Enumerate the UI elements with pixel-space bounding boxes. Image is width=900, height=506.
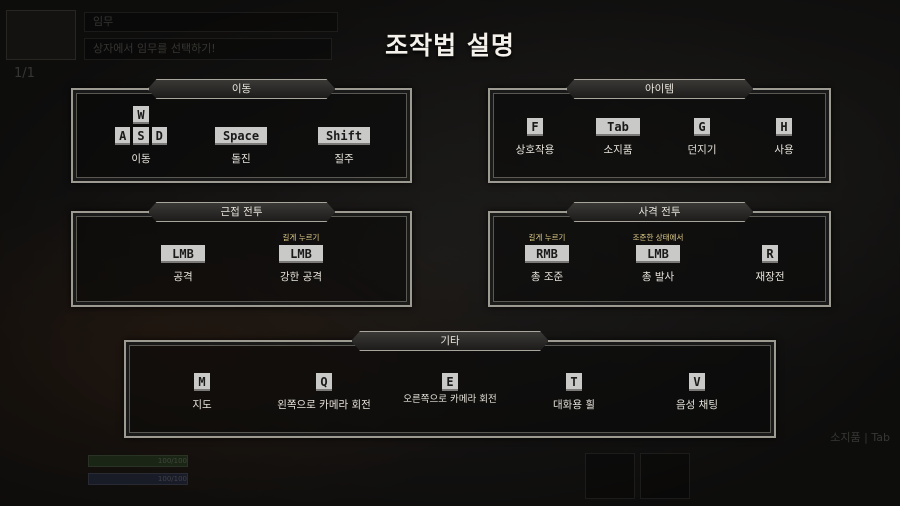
action-aim: 길게 누르기 RMB 총 조준 [514,233,580,284]
misc-header: 기타 [351,331,549,351]
items-panel: 아이템 F 상호작용 Tab 소지품 G 던지기 H 사용 [488,88,831,183]
label-interact: 상호작용 [515,144,555,156]
key-w: W [133,106,149,124]
label-attack: 공격 [173,271,193,283]
key-r: R [762,245,778,263]
label-heavy-attack: 강한 공격 [280,271,322,283]
page-title: 조작법 설명 [385,31,515,60]
action-inventory: Tab 소지품 [588,118,648,157]
action-chat-wheel: T 대화용 휠 [538,373,610,412]
key-t: T [566,373,582,391]
movement-header: 이동 [148,79,336,99]
label-reload: 재장전 [755,271,785,283]
key-lmb-fire: LMB [636,245,680,263]
key-v: V [689,373,705,391]
action-rotate-right: E 오른쪽으로 카메라 회전 [402,373,498,406]
label-use: 사용 [774,144,794,156]
ranged-header: 사격 전투 [566,202,754,222]
label-chat-wheel: 대화용 휠 [553,399,595,411]
hint-attack [147,233,219,242]
hint-reload [740,233,800,242]
action-sprint: Shift 질주 [309,127,379,166]
inventory-label: 소지품 | Tab [830,431,890,444]
label-throw: 던지기 [687,144,717,156]
hint-heavy-attack: 길게 누르기 [282,233,320,242]
ranged-panel: 사격 전투 길게 누르기 RMB 총 조준 조준한 상태에서 LMB 총 발사 … [488,211,831,307]
label-dash: 돌진 [231,153,251,165]
hp-bar: 100/100 [88,455,188,467]
action-reload: R 재장전 [740,233,800,284]
key-shift: Shift [318,127,370,145]
key-rmb: RMB [525,245,569,263]
key-f: F [527,118,543,136]
action-move: W A S D 이동 [105,106,177,166]
action-throw: G 던지기 [674,118,730,157]
key-tab: Tab [596,118,640,136]
action-rotate-left: Q 왼쪽으로 카메라 회전 [274,373,374,412]
label-move: 이동 [131,153,151,165]
action-attack: LMB 공격 [147,233,219,284]
key-d: D [151,127,167,145]
hint-aim: 길게 누르기 [528,233,566,242]
key-e: E [442,373,458,391]
label-map: 지도 [192,399,212,411]
label-fire: 총 발사 [641,271,675,283]
key-g: G [694,118,710,136]
label-voice-chat: 음성 채팅 [676,399,718,411]
quest-description: 상자에서 임무를 선택하기! [84,38,332,60]
key-lmb-hold: LMB [279,245,323,263]
item-slot-h [640,453,690,499]
key-lmb: LMB [161,245,205,263]
item-slot-g [585,453,635,499]
label-sprint: 질주 [334,153,354,165]
label-rotate-right: 오른쪽으로 카메라 회전 [403,394,497,405]
melee-header: 근접 전투 [148,202,336,222]
key-a: A [115,127,131,145]
quest-title: 임무 [84,12,338,32]
hint-fire: 조준한 상태에서 [632,233,684,242]
misc-panel: 기타 M 지도 Q 왼쪽으로 카메라 회전 E 오른쪽으로 카메라 회전 T 대… [124,340,776,438]
label-aim: 총 조준 [530,271,564,283]
items-header: 아이템 [566,79,754,99]
key-h: H [776,118,792,136]
key-space: Space [215,127,267,145]
key-q: Q [316,373,332,391]
movement-panel: 이동 W A S D 이동 Space 돌진 Shift 질주 [71,88,412,183]
quest-count: 1/1 [14,66,35,81]
stamina-bar: 100/100 [88,473,188,485]
label-rotate-left: 왼쪽으로 카메라 회전 [277,399,371,411]
label-inventory: 소지품 [603,144,633,156]
action-fire: 조준한 상태에서 LMB 총 발사 [617,233,699,284]
action-dash: Space 돌진 [206,127,276,166]
action-use: H 사용 [756,118,812,157]
player-portrait [6,10,76,60]
action-heavy-attack: 길게 누르기 LMB 강한 공격 [263,233,339,284]
key-s: S [133,127,149,145]
action-voice-chat: V 음성 채팅 [660,373,734,412]
action-interact: F 상호작용 [507,118,563,157]
action-map: M 지도 [172,373,232,412]
melee-panel: 근접 전투 LMB 공격 길게 누르기 LMB 강한 공격 [71,211,412,307]
key-m: M [194,373,210,391]
status-bars: 100/100 100/100 [88,455,188,495]
